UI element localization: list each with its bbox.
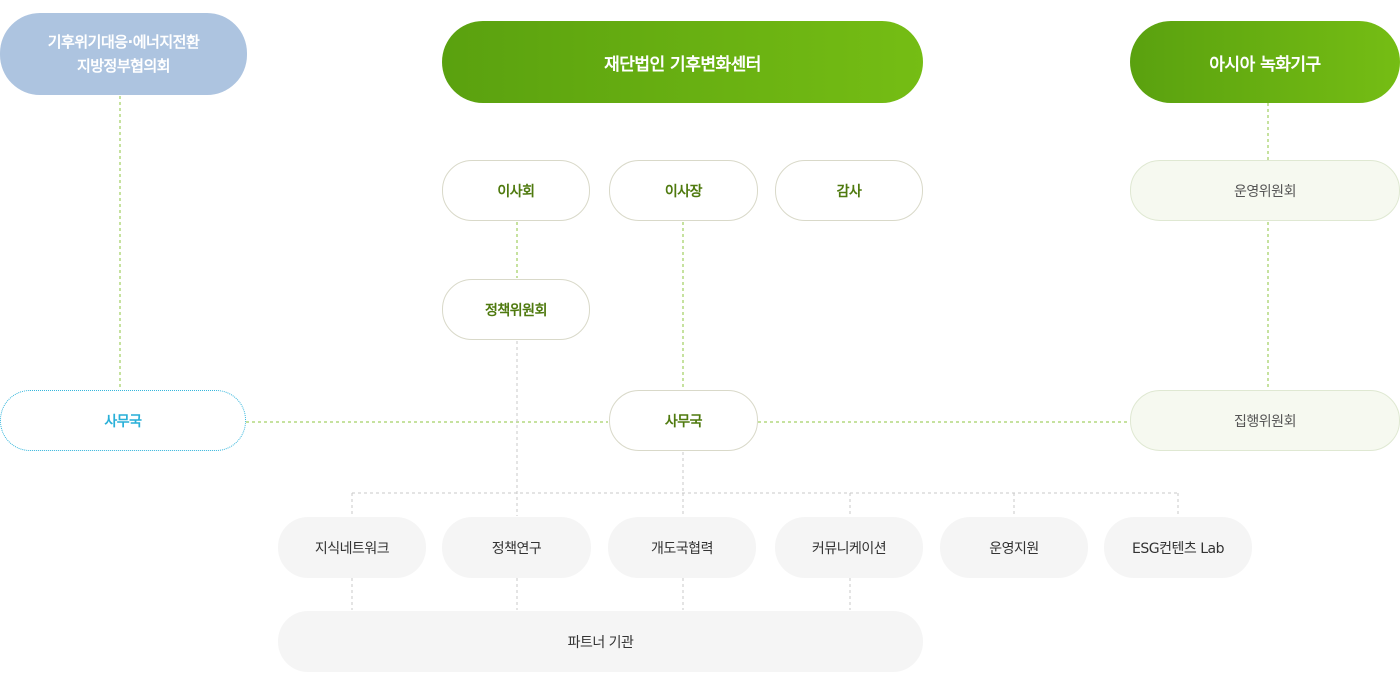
department-esg-contents-lab: ESG컨텐츠 Lab — [1104, 517, 1252, 578]
center-secretariat-node: 사무국 — [609, 390, 758, 451]
department-label: 운영지원 — [989, 540, 1039, 557]
department-knowledge-network: 지식네트워크 — [278, 517, 426, 578]
chairman-node: 이사장 — [609, 160, 758, 221]
council-secretariat-node: 사무국 — [0, 390, 246, 451]
department-label: 지식네트워크 — [314, 540, 390, 557]
council-name-line1: 기후위기대응·에너지전환 — [47, 33, 200, 51]
board-node: 이사회 — [442, 160, 590, 221]
foundation-name: 재단법인 기후변화센터 — [604, 54, 761, 75]
center-secretariat-label: 사무국 — [664, 413, 703, 430]
executive-committee-node: 집행위원회 — [1130, 390, 1400, 451]
partner-organizations-label: 파트너 기관 — [567, 634, 634, 651]
department-communication: 커뮤니케이션 — [775, 517, 923, 578]
board-label: 이사회 — [497, 183, 535, 200]
department-policy-research: 정책연구 — [442, 517, 591, 578]
department-label: 정책연구 — [491, 540, 542, 557]
operating-committee-label: 운영위원회 — [1234, 183, 1296, 200]
partner-organizations-node: 파트너 기관 — [278, 611, 923, 672]
department-label: 커뮤니케이션 — [811, 540, 887, 557]
department-label: ESG컨텐츠 Lab — [1132, 540, 1224, 557]
operating-committee-node: 운영위원회 — [1130, 160, 1400, 221]
council-node: 기후위기대응·에너지전환 지방정부협의회 — [0, 13, 247, 95]
council-secretariat-label: 사무국 — [104, 413, 142, 430]
department-development-cooperation: 개도국협력 — [608, 517, 756, 578]
foundation-node: 재단법인 기후변화센터 — [442, 21, 923, 103]
chairman-label: 이사장 — [664, 183, 703, 200]
policy-committee-label: 정책위원회 — [485, 302, 547, 319]
department-operations-support: 운영지원 — [940, 517, 1088, 578]
asia-greening-node: 아시아 녹화기구 — [1130, 21, 1400, 103]
policy-committee-node: 정책위원회 — [442, 279, 590, 340]
auditor-node: 감사 — [775, 160, 923, 221]
auditor-label: 감사 — [836, 183, 862, 200]
executive-committee-label: 집행위원회 — [1234, 413, 1296, 430]
asia-greening-name: 아시아 녹화기구 — [1209, 54, 1321, 75]
department-label: 개도국협력 — [651, 540, 713, 557]
council-name-line2: 지방정부협의회 — [76, 57, 171, 75]
